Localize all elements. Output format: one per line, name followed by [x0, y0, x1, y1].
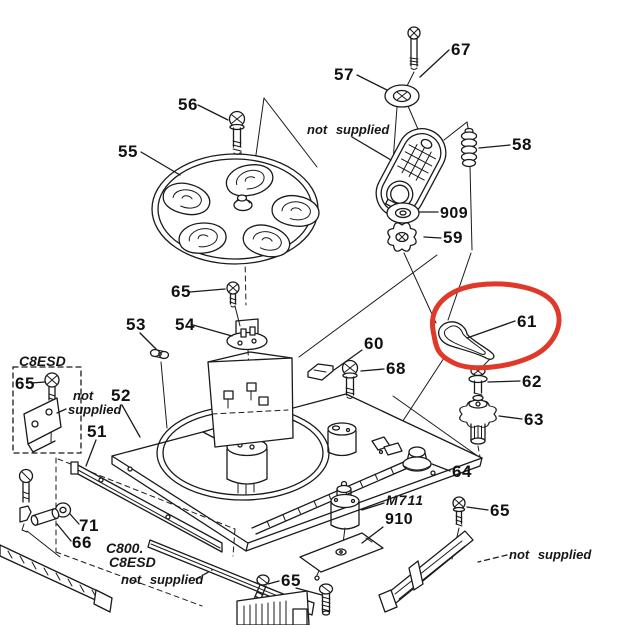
screw-65-mid: [226, 281, 240, 308]
rail-51: [70, 461, 223, 553]
screw-67: [407, 26, 421, 70]
label-65-left: 65: [15, 374, 35, 393]
label-c8esd-bottom: C8ESD: [109, 554, 156, 570]
label-910: 910: [385, 511, 413, 528]
bracket-60: [307, 363, 334, 381]
leader-lines: [30, 49, 523, 596]
washer-71: [54, 502, 72, 518]
screw-68: [341, 359, 359, 399]
gear-63: [459, 394, 497, 445]
screw-65-right: [452, 496, 466, 527]
label-not-supplied-top: not supplied: [307, 122, 390, 137]
screws-65-bottom: [253, 574, 334, 616]
screw-left-bottom: [18, 468, 34, 533]
label-not-supplied-left-2: supplied: [68, 402, 123, 417]
platter-55: [151, 153, 320, 265]
label-not-supplied-bottom-left: not supplied: [121, 572, 204, 587]
grommet-64: [402, 446, 432, 472]
bottom-assembly-box: [236, 590, 310, 625]
label-65-right: 65: [490, 501, 510, 520]
bracket-left-not-supplied: [23, 397, 62, 453]
label-71: 71: [79, 516, 99, 535]
screw-65-left: [44, 372, 60, 443]
gear-59: [387, 222, 417, 252]
bracket-54: [226, 318, 268, 351]
label-not-supplied-bottom-right: not supplied: [509, 547, 592, 562]
spring-58: [460, 127, 478, 168]
bracket-bottom-right-not-supplied: [378, 530, 474, 613]
roller-66: [30, 508, 60, 526]
washer-57: [384, 84, 420, 108]
label-not-supplied-left-1: not: [73, 388, 94, 403]
red-highlight-circle: [430, 281, 562, 371]
phantom-box: [207, 351, 294, 448]
label-55: 55: [118, 142, 138, 161]
label-56: 56: [178, 95, 198, 114]
label-909: 909: [440, 205, 468, 222]
plate-910: [299, 532, 384, 581]
label-62: 62: [522, 372, 542, 391]
platter-swirls: [162, 164, 320, 258]
label-68: 68: [386, 359, 406, 378]
label-c800: C800.: [106, 540, 143, 556]
label-c8esd-box: C8ESD: [19, 353, 66, 369]
label-65-mid: 65: [171, 282, 191, 301]
label-52: 52: [111, 386, 131, 405]
label-51: 51: [87, 422, 107, 441]
label-59: 59: [443, 228, 463, 247]
chassis-plate-52: [111, 393, 483, 552]
c8esd-dashed-box: [12, 366, 82, 454]
label-66: 66: [72, 533, 92, 552]
washer-909: [386, 202, 420, 224]
motor-m711: [330, 480, 360, 530]
screw-56: [228, 110, 246, 155]
rail-lower-left-hatched: [0, 544, 113, 613]
label-57: 57: [334, 65, 354, 84]
label-61: 61: [517, 312, 537, 331]
belt-61: [438, 321, 495, 360]
clip-53: [149, 348, 170, 360]
label-54: 54: [175, 315, 195, 334]
label-m711: M711: [386, 492, 424, 508]
labels: 67 57 not supplied 58 56 55 909 59 65 53…: [15, 40, 592, 590]
label-53: 53: [126, 315, 146, 334]
label-67: 67: [451, 40, 471, 59]
label-60: 60: [364, 334, 384, 353]
label-64: 64: [452, 462, 472, 481]
label-65-bottom: 65: [281, 571, 301, 590]
label-58: 58: [512, 135, 532, 154]
label-63: 63: [524, 410, 544, 429]
